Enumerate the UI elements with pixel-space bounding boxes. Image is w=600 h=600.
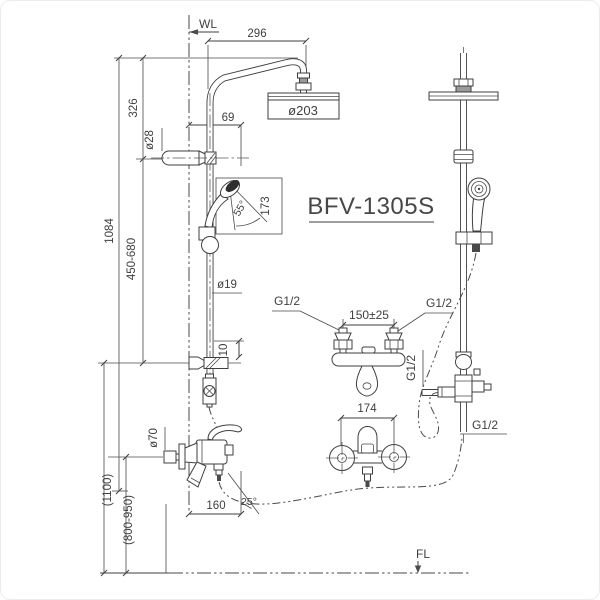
hand-shower-front <box>198 180 241 254</box>
dim-inlet-spacing: 150±25 <box>349 308 389 322</box>
bath-mixer-side-view <box>163 424 243 488</box>
head-connector-nut <box>453 78 474 93</box>
dim-slider-range: 450-680 <box>126 238 138 280</box>
dim-spout-projection: 160 <box>206 500 225 512</box>
dim-head-diameter: ø203 <box>288 103 318 118</box>
tub-spout <box>186 461 207 488</box>
mixer-lever-front <box>355 365 379 397</box>
dim-spout-angle: 25° <box>241 496 257 508</box>
wall-escutcheon <box>178 443 186 470</box>
thread-label-column-inlet: G1/2 <box>472 418 498 432</box>
dim-upper-section: 326 <box>128 98 140 117</box>
hand-shower-side <box>455 177 493 252</box>
hand-shower-holder <box>455 231 493 245</box>
spray-face <box>225 180 240 192</box>
floor-line-label: FL <box>416 547 430 561</box>
wall-line-label: WL <box>199 17 217 31</box>
dim-wall-to-pipe: 69 <box>222 112 235 124</box>
side-view-shower-column <box>417 47 507 443</box>
dim-pipe-diameter: ø19 <box>217 279 237 291</box>
diverter-valve <box>421 368 492 403</box>
thread-label-left-inlet: G1/2 <box>274 294 300 308</box>
front-view-shower-column <box>151 58 463 505</box>
slider-ring <box>453 149 474 164</box>
mixer-front-view <box>272 310 453 397</box>
fl-arrow-icon <box>414 565 422 573</box>
lower-wall-union <box>188 356 243 370</box>
dim-overall-height: (1100) <box>102 474 114 507</box>
rain-shower-head-side <box>428 91 499 101</box>
ball-union <box>455 351 472 370</box>
mixer-lever-side <box>207 424 243 441</box>
diverter-knob <box>224 444 234 456</box>
labels: WL 296 ø203 69 ø28 326 1084 450-680 55° … <box>102 17 498 561</box>
mixer-top-view <box>326 414 410 487</box>
hand-shower-hose <box>417 252 477 439</box>
wall-bracket <box>151 128 249 166</box>
thread-label-right-inlet: G1/2 <box>426 296 452 310</box>
dim-union-offset: 10 <box>218 344 230 357</box>
hose-shank <box>365 481 370 487</box>
dim-flange-diameter: ø70 <box>148 428 160 448</box>
mixer-lever-top <box>357 425 378 454</box>
left-eccentric-union <box>333 327 353 354</box>
slider-knob <box>201 236 219 254</box>
hose-to-mixer <box>208 406 218 430</box>
dimension-lines <box>98 15 310 577</box>
right-eccentric-union <box>384 327 404 354</box>
dim-mixer-height-range: (800-950) <box>123 495 135 545</box>
arm-connector-nut <box>295 72 312 94</box>
model-number: BFV-1305S <box>307 193 434 220</box>
dim-arm-reach: 296 <box>247 28 266 40</box>
dim-handshower-length: 173 <box>260 196 272 215</box>
dim-column-height: 1084 <box>104 218 116 244</box>
mixer-body-front <box>331 352 406 367</box>
shower-hose-long <box>218 437 463 505</box>
check-valve <box>202 373 217 408</box>
wl-arrow-icon <box>189 29 198 35</box>
rain-shower-head-front <box>267 92 340 120</box>
hose-nozzle <box>472 244 480 252</box>
floor-line-group <box>169 561 471 574</box>
dim-bracket-diameter: ø28 <box>144 130 156 150</box>
dim-mixer-width: 174 <box>357 403 377 415</box>
thread-label-diverter: G1/2 <box>404 355 418 381</box>
